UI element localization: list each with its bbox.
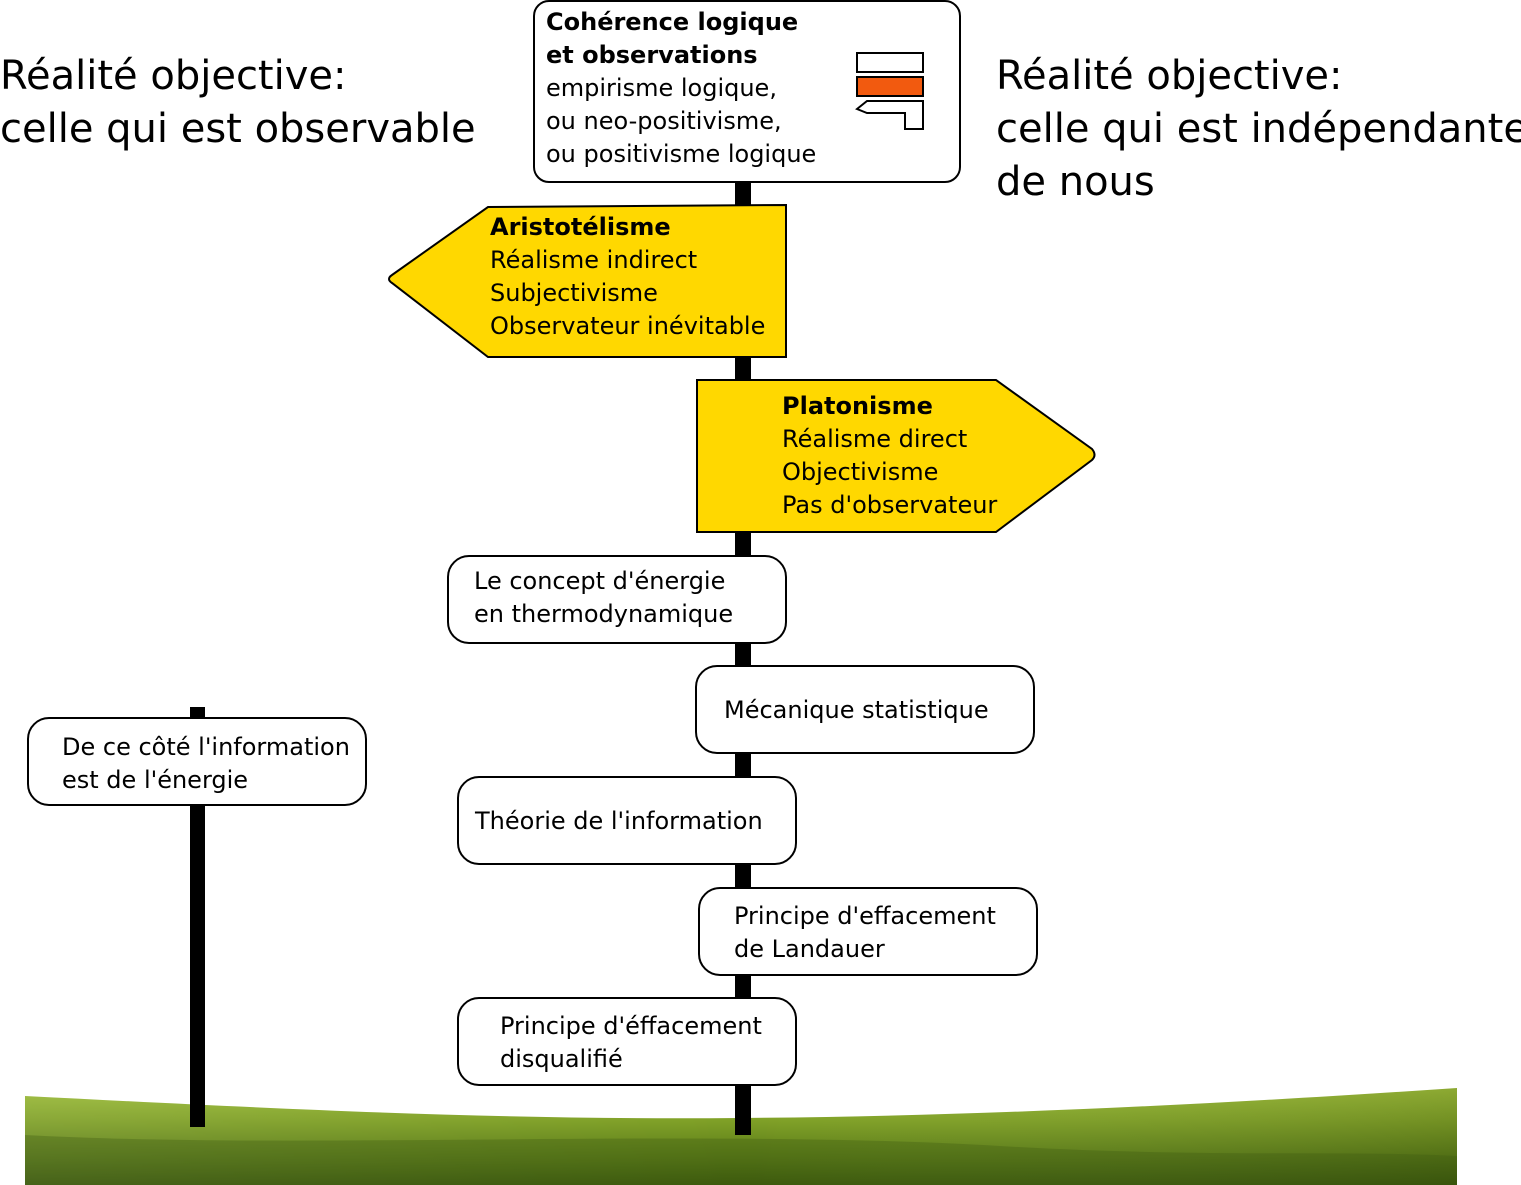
sign-right-title: Platonisme bbox=[782, 392, 933, 420]
landauer-line1: Principe d'effacement bbox=[734, 902, 996, 930]
heading-right-line3: de nous bbox=[996, 159, 1155, 205]
energy-line2: en thermodynamique bbox=[474, 600, 734, 628]
meca-line1: Mécanique statistique bbox=[724, 696, 989, 724]
box-statistical-mechanics: Mécanique statistique bbox=[695, 665, 1035, 754]
energy-line1: Le concept d'énergie bbox=[474, 567, 726, 595]
top-box-title-line1: Cohérence logique bbox=[546, 8, 799, 36]
sign-right-line3: Pas d'observateur bbox=[782, 491, 998, 519]
sign-left-line2: Subjectivisme bbox=[490, 279, 658, 307]
sign-right-line2: Objectivisme bbox=[782, 458, 939, 486]
box-energy-thermodynamics: Le concept d'énergie en thermodynamique bbox=[447, 555, 787, 644]
box-information-theory: Théorie de l'information bbox=[457, 776, 797, 865]
sign-left-line1: Réalisme indirect bbox=[490, 246, 698, 274]
box-information-is-energy: De ce côté l'information est de l'énergi… bbox=[27, 717, 367, 806]
sign-left-line3: Observateur inévitable bbox=[490, 312, 766, 340]
sign-platonism-arrow bbox=[696, 379, 1096, 533]
box-erasure-disqualified: Principe d'éffacement disqualifié bbox=[457, 997, 797, 1086]
top-box-line5: ou positivisme logique bbox=[546, 140, 817, 168]
top-box-title-line2: et observations bbox=[546, 41, 758, 69]
top-box-line4: ou neo-positivisme, bbox=[546, 107, 782, 135]
landauer-line2: de Landauer bbox=[734, 935, 885, 963]
side-line2: est de l'énergie bbox=[62, 766, 249, 794]
sign-left-title: Aristotélisme bbox=[490, 213, 671, 241]
sign-aristotelism: Aristotélisme Réalisme indirect Subjecti… bbox=[490, 211, 765, 343]
disq-line1: Principe d'éffacement bbox=[500, 1012, 762, 1040]
layer-stack-icon bbox=[855, 52, 924, 130]
heading-left-line2: celle qui est observable bbox=[0, 106, 476, 152]
disq-line2: disqualifié bbox=[500, 1045, 623, 1073]
info-theory-line1: Théorie de l'information bbox=[475, 807, 763, 835]
sign-platonism: Platonisme Réalisme direct Objectivisme … bbox=[782, 390, 997, 522]
box-logical-coherence: Cohérence logique et observations empiri… bbox=[533, 0, 961, 183]
side-line1: De ce côté l'information bbox=[62, 733, 350, 761]
heading-right-line2: celle qui est indépendante bbox=[996, 106, 1521, 152]
heading-left-line1: Réalité objective: bbox=[0, 53, 347, 99]
top-box-line3: empirisme logique, bbox=[546, 74, 777, 102]
heading-right-line1: Réalité objective: bbox=[996, 53, 1343, 99]
sign-aristotelism-arrow bbox=[388, 203, 787, 358]
side-signpost-pole bbox=[190, 707, 205, 1127]
sign-right-line1: Réalisme direct bbox=[782, 425, 968, 453]
heading-independent-reality: Réalité objective: celle qui est indépen… bbox=[996, 50, 1521, 209]
direction-signs bbox=[388, 203, 1096, 533]
grass-ground bbox=[25, 1088, 1457, 1185]
box-landauer-principle: Principe d'effacement de Landauer bbox=[698, 887, 1038, 976]
heading-observable-reality: Réalité objective: celle qui est observa… bbox=[0, 50, 476, 156]
